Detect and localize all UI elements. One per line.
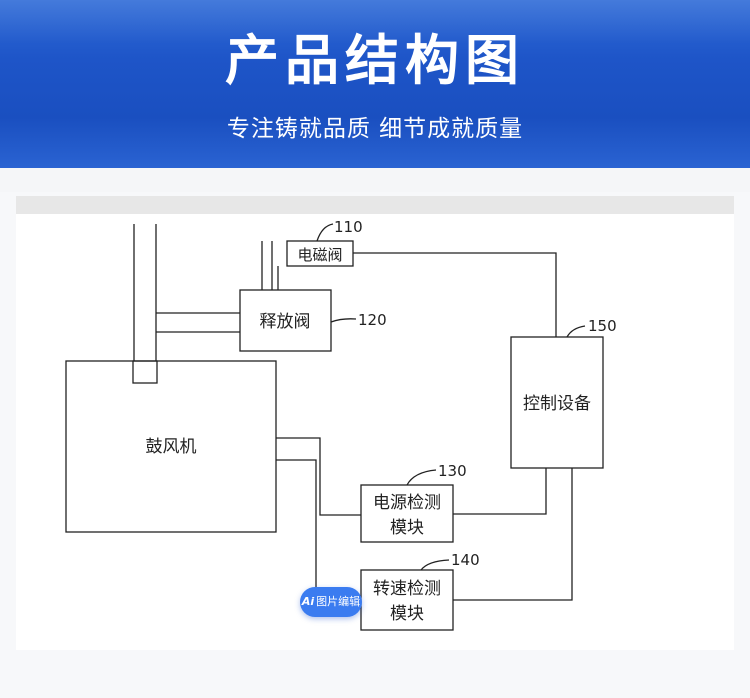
leader-130 [406,469,437,486]
release-valve-label: 释放阀 [260,312,311,332]
line-power-control [453,468,547,515]
ref-120: 120 [358,311,387,329]
control-device-box [510,336,604,469]
release-valve-box [239,289,332,352]
leader-140 [420,559,450,571]
leader-110 [316,223,334,242]
line-blower-power [276,437,361,516]
diagram-canvas [16,214,734,650]
ai-badge-icon: Ai [301,595,315,608]
line-solenoid-control [353,252,557,337]
leader-150 [566,325,586,338]
banner-highlight [0,0,750,44]
ref-110: 110 [334,218,363,236]
line-blower-speed [276,459,361,601]
image-top-strip [16,196,734,214]
leader-120 [330,318,357,323]
solenoid-valve-label: 电磁阀 [297,246,342,264]
control-device-label: 控制设备 [523,394,591,414]
power-detect-label-1: 电源检测 [373,493,441,513]
line-speed-control [453,468,573,601]
page-title: 产品结构图 [225,29,525,92]
blower-box [65,360,277,533]
speed-detect-label-1: 转速检测 [373,579,441,599]
page-subtitle: 专注铸就品质 细节成就质量 [226,116,524,142]
section-gap [0,168,750,192]
blower-label: 鼓风机 [146,437,197,457]
speed-detect-label-2: 模块 [390,604,424,624]
header-banner: 产品结构图 专注铸就品质 细节成就质量 [0,0,750,168]
blower-inlet [132,360,158,384]
ref-140: 140 [451,551,480,569]
ref-130: 130 [438,462,467,480]
page-footer [0,650,750,698]
power-detect-label-2: 模块 [390,518,424,538]
ref-150: 150 [588,317,617,335]
image-edit-label: 图片编辑 [316,595,361,608]
